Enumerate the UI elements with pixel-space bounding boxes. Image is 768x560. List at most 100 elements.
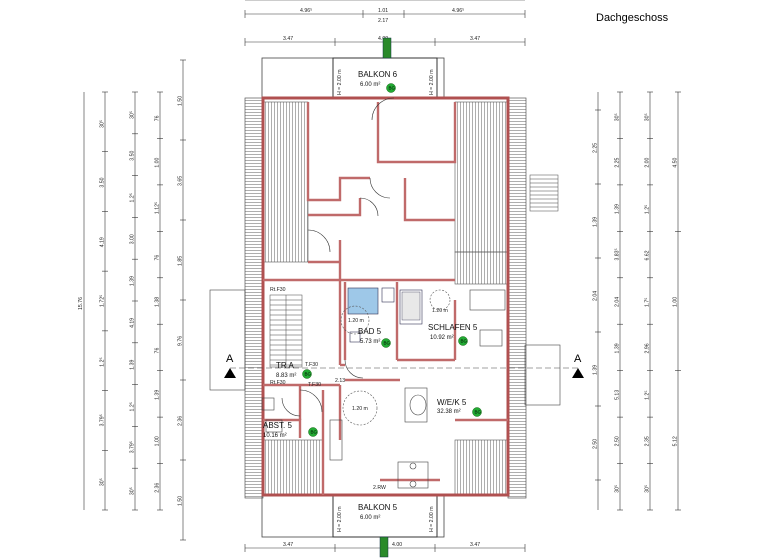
room-badge-icon	[472, 407, 482, 417]
dimension-right	[597, 92, 679, 510]
section-markers	[224, 368, 584, 378]
room-area: 6.00 m²	[360, 82, 380, 88]
dim-left-a-label: 30⁵	[100, 120, 106, 128]
dim-left-c-label: 76	[155, 115, 161, 121]
dim-left-c-label: 2.36	[155, 483, 161, 493]
room-badge-icon	[308, 427, 318, 437]
dim-left-a-label: 1.72⁵	[100, 295, 106, 307]
label-rwa-1: Rt.F30	[270, 287, 286, 293]
dim-left-a-label: 3.50	[100, 177, 106, 187]
dim-left-b-label: 30⁵	[130, 111, 136, 119]
dim-left-a-label: 1.2⁵	[100, 357, 106, 366]
turning-circles	[340, 289, 451, 426]
dim-right-d-label: 4.50	[673, 157, 679, 167]
dim-left-a-label: 4.19	[100, 237, 106, 247]
dim-right-b-label: 1.39	[615, 343, 621, 353]
dim-right-c-label: 1.2⁵	[645, 205, 651, 214]
label-height-3: H = 2.00 m	[337, 506, 343, 532]
balcony-top	[261, 37, 445, 99]
room-name: SCHLAFEN 5	[428, 323, 478, 332]
dim-left-b-label: 4.19	[130, 318, 136, 328]
room-name: BAD 5	[358, 327, 382, 336]
dim-left-b-label: 1.2⁵	[130, 402, 136, 411]
dim-left-c-label: 1.00	[155, 436, 161, 446]
dim-right-a-label: 2.50	[593, 439, 599, 449]
exterior-walls	[261, 96, 510, 497]
label-circle-1: 1.20 m	[348, 318, 364, 324]
dim-left-total: 15.76	[78, 297, 84, 310]
interior-walls	[263, 102, 508, 495]
label-2-13: 2.13	[335, 378, 345, 384]
label-height-2: H = 2.00 m	[429, 69, 435, 95]
label-height-4: H = 2.00 m	[429, 506, 435, 532]
dim-right-b-label: 3.83⁵	[615, 248, 621, 260]
room-abst-5: ABST. 5 10.16 m² BG	[263, 421, 318, 439]
dim-left-b-label: 1.2⁵	[130, 193, 136, 202]
dim-right-b-label: 30⁵	[615, 485, 621, 493]
dim-top-3: 4.96⁵	[452, 8, 464, 14]
room-badge-icon	[386, 83, 396, 93]
dim-left-a-label: 30⁵	[100, 478, 106, 486]
dim-top2-3: 3.47	[470, 36, 480, 42]
dim-left-b-label: 3.00	[130, 234, 136, 244]
room-area: 10.92 m²	[430, 335, 454, 341]
label-rwa-2: Rt.F30	[270, 380, 286, 386]
dim-right-b-label: 2.50	[615, 436, 621, 446]
label-rw: 2.RW	[373, 485, 386, 491]
dim-left-c-label: 76	[155, 255, 161, 261]
dim-right-c-label: 30⁵	[645, 485, 651, 493]
dim-left-b-label: 3.50	[130, 150, 136, 160]
room-balkon-5: BALKON 5 6.00 m²	[358, 503, 398, 521]
dim-left-d-label: 1.50	[178, 496, 184, 506]
room-area: 6.00 m²	[360, 515, 380, 521]
dim-right-b-label: 30⁵	[615, 113, 621, 121]
dim-left-d-label: 1.85	[178, 256, 184, 266]
plan-title: Dachgeschoss	[596, 12, 669, 24]
dim-right-c-label: 1.2⁵	[645, 391, 651, 400]
dim-top-1: 4.96⁵	[300, 8, 312, 14]
bath-fixtures	[347, 287, 423, 343]
dim-left-c-label: 1.39	[155, 390, 161, 400]
dim-right-b-label: 2.25	[615, 157, 621, 167]
dim-left-d-label: 2.36	[178, 416, 184, 426]
room-badge-label: BG	[311, 430, 318, 435]
dim-bottom-2: 4.00	[392, 542, 402, 548]
dim-left-d-label: 1.50	[178, 96, 184, 106]
dim-left-b-label: 30⁵	[130, 487, 136, 495]
room-name: TR A	[276, 361, 294, 370]
room-area: 10.16 m²	[263, 433, 287, 439]
room-name: W/E/K 5	[437, 398, 467, 407]
dim-left-c-label: 1.12⁵	[155, 202, 161, 214]
balcony-bottom	[261, 494, 445, 558]
dim-left-c-label: 1.38	[155, 297, 161, 307]
label-height-1: H = 2.00 m	[337, 69, 343, 95]
room-name: BALKON 6	[358, 70, 398, 79]
dim-right-c-label: 30⁵	[645, 113, 651, 121]
dim-top-2b: 2.17	[378, 18, 388, 24]
room-badge-icon	[302, 369, 312, 379]
stairs	[269, 174, 559, 368]
dim-bottom-3: 3.47	[470, 542, 480, 548]
dim-right-b-label: 5.13	[615, 390, 621, 400]
dim-left-b-label: 3.79⁵	[130, 441, 136, 453]
section-marker-left: A	[226, 353, 234, 365]
dim-left-d-label: 9.76	[178, 336, 184, 346]
dim-right-c-label: 6.62	[645, 250, 651, 260]
room-area: 5.73 m²	[360, 339, 380, 345]
room-badge-label: BG	[461, 339, 468, 344]
bedroom-furniture	[469, 289, 506, 347]
dim-right-a-label: 2.04	[593, 291, 599, 301]
label-circle-2: 1.20 m	[352, 406, 368, 412]
label-tf30-1: T.F30	[305, 362, 318, 368]
room-badge-label: BG	[475, 410, 482, 415]
room-name: ABST. 5	[263, 421, 292, 430]
dim-right-d-label: 1.00	[673, 297, 679, 307]
section-marker-right: A	[574, 353, 582, 365]
dim-right-a-label: 1.39	[593, 217, 599, 227]
dim-right-c-label: 1.7⁵	[645, 298, 651, 307]
dim-left-d-label: 3.65	[178, 176, 184, 186]
room-name: BALKON 5	[358, 503, 398, 512]
